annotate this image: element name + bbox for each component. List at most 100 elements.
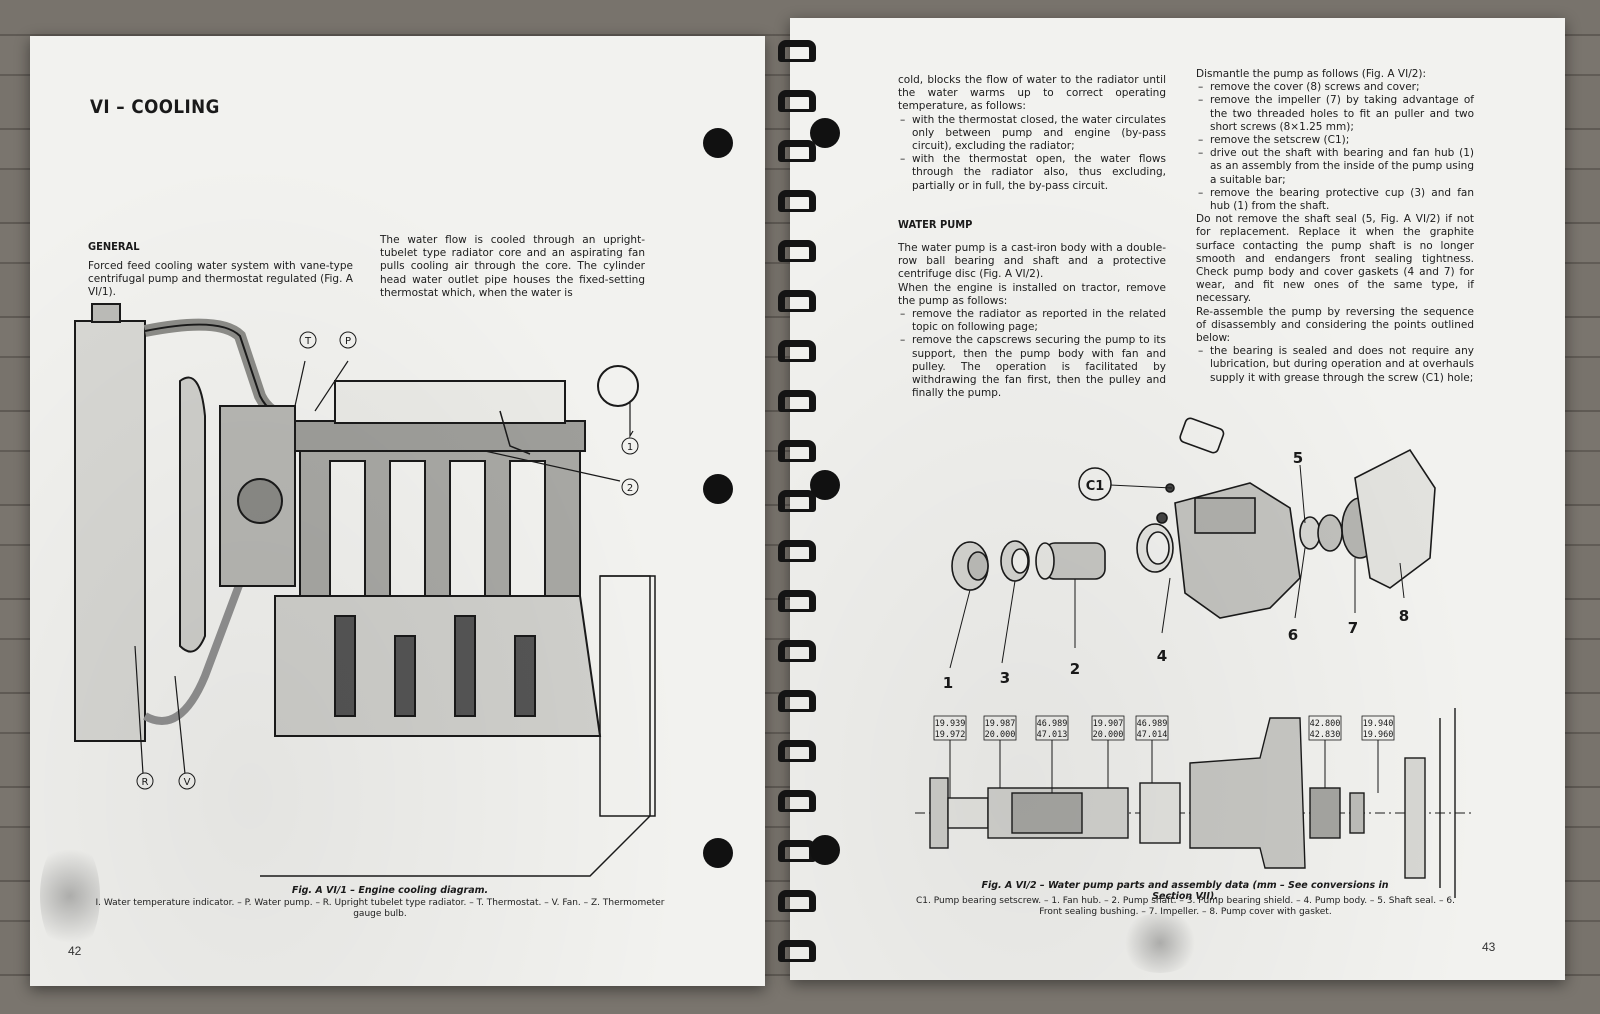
label-2: 2	[627, 483, 633, 494]
reassemble-list: the bearing is sealed and does not requi…	[1196, 345, 1474, 385]
label-c1: C1	[1086, 479, 1105, 494]
binding-coil	[778, 890, 816, 912]
col2-column: Dismantle the pump as follows (Fig. A VI…	[1196, 68, 1474, 385]
pump-cover-shape	[1354, 448, 1436, 589]
installed-item: remove the capscrews securing the pump t…	[898, 334, 1166, 400]
installed-item: remove the radiator as reported in the r…	[898, 308, 1166, 334]
label-part-6: 6	[1288, 626, 1298, 644]
binding-coil	[778, 190, 816, 212]
svg-text:47.013: 47.013	[1037, 730, 1068, 740]
binding-coil	[778, 640, 816, 662]
col2-item: remove the impeller (7) by taking advant…	[1196, 94, 1474, 134]
label-part-7: 7	[1348, 619, 1358, 637]
svg-text:20.000: 20.000	[985, 730, 1016, 740]
binding-punch-hole	[810, 470, 840, 500]
binding-coil	[778, 690, 816, 712]
fan-blade-shape	[179, 376, 206, 653]
section-title: VI – COOLING	[90, 96, 220, 118]
col2-intro: Dismantle the pump as follows (Fig. A VI…	[1196, 68, 1427, 80]
label-r: R	[142, 777, 149, 788]
svg-text:19.960: 19.960	[1363, 730, 1394, 740]
binding-coil	[778, 490, 816, 512]
page-number-left: 42	[68, 944, 81, 958]
binding-punch-hole	[703, 838, 733, 868]
binding-coil	[778, 790, 816, 812]
radiator-shape	[74, 320, 146, 742]
installed-list: remove the radiator as reported in the r…	[898, 308, 1166, 400]
spiral-binding	[703, 40, 840, 1000]
binding-coil	[778, 340, 816, 362]
installed-text: When the engine is installed on tractor,…	[898, 281, 1166, 307]
left-page: VI – COOLING GENERAL Forced feed cooling…	[30, 36, 765, 986]
col1-list: with the thermostat closed, the water ci…	[898, 114, 1166, 193]
right-page: cold, blocks the flow of water to the ra…	[790, 18, 1565, 980]
svg-text:47.014: 47.014	[1137, 730, 1168, 740]
upper-hose	[143, 318, 291, 422]
svg-text:42.800: 42.800	[1310, 719, 1341, 729]
label-v: V	[184, 777, 191, 788]
binding-coil	[778, 40, 816, 62]
paper-smudge	[40, 836, 100, 956]
label-part-4: 4	[1157, 647, 1167, 665]
binding-coil	[778, 740, 816, 762]
label-part-1: 1	[943, 674, 953, 692]
pump-assembly-section: 19.939 19.972 19.987 20.000 46.989 47.01…	[915, 708, 1475, 898]
cylinder-head-shape	[294, 420, 586, 452]
water-pump-text: The water pump is a cast-iron body with …	[898, 242, 1166, 281]
label-p: P	[345, 336, 351, 347]
fig1-legend: I. Water temperature indicator. – P. Wat…	[95, 898, 665, 919]
svg-text:19.940: 19.940	[1363, 719, 1394, 729]
dimension-box: 19.939 19.972	[933, 715, 967, 741]
label-t: T	[304, 336, 312, 347]
binding-coil	[778, 540, 816, 562]
assembly-hub-shape	[929, 777, 949, 849]
col2-item: remove the cover (8) screws and cover;	[1196, 81, 1474, 94]
pump-exploded-diagram: C1 1 3 2 4 5 6 7 8	[943, 417, 1436, 692]
reassemble-text: Re-assemble the pump by reversing the se…	[1196, 305, 1474, 345]
col2-list: remove the cover (8) screws and cover; r…	[1196, 81, 1474, 213]
col1-intro: cold, blocks the flow of water to the ra…	[898, 74, 1166, 113]
shaft-seal-text: Do not remove the shaft seal (5, Fig. A …	[1196, 213, 1474, 305]
binding-punch-hole	[810, 118, 840, 148]
svg-text:20.000: 20.000	[1093, 730, 1124, 740]
col2-item: drive out the shaft with bearing and fan…	[1196, 147, 1474, 187]
dimension-box: 46.989 47.013	[1035, 715, 1069, 741]
label-part-2: 2	[1070, 660, 1080, 678]
crankcase-shape	[274, 595, 602, 737]
svg-text:19.907: 19.907	[1093, 719, 1124, 729]
fig1-caption: Fig. A VI/1 – Engine cooling diagram.	[291, 885, 489, 896]
col2-item: remove the bearing protective cup (3) an…	[1196, 187, 1474, 213]
engine-cooling-diagram: T P 1 2 R V	[74, 303, 656, 877]
paper-smudge	[1120, 913, 1200, 973]
page-number-right: 43	[1482, 940, 1496, 954]
svg-text:46.989: 46.989	[1137, 719, 1168, 729]
general-heading: GENERAL	[88, 240, 140, 253]
svg-text:19.939: 19.939	[935, 719, 966, 729]
binding-coil	[778, 590, 816, 612]
water-pump-heading: WATER PUMP	[898, 218, 973, 231]
dimension-box: 19.987 20.000	[983, 715, 1017, 741]
binding-coil	[778, 440, 816, 462]
col1-item: with the thermostat open, the water flow…	[898, 153, 1166, 193]
binding-punch-hole	[703, 128, 733, 158]
col2-item: remove the setscrew (C1);	[1196, 134, 1474, 147]
binding-coil	[778, 390, 816, 412]
dimension-box: 46.989 47.014	[1135, 715, 1169, 741]
svg-text:42.830: 42.830	[1310, 730, 1341, 740]
fig2-legend: C1. Pump bearing setscrew. – 1. Fan hub.…	[916, 896, 1455, 917]
svg-text:46.989: 46.989	[1037, 719, 1068, 729]
svg-text:19.987: 19.987	[985, 719, 1016, 729]
binding-coil	[778, 240, 816, 262]
general-text: Forced feed cooling water system with va…	[88, 260, 353, 299]
dimension-box: 19.940 19.960	[1361, 715, 1395, 741]
col1-item: with the thermostat closed, the water ci…	[898, 114, 1166, 154]
assembly-body-shape	[1189, 717, 1306, 869]
binding-coil	[778, 140, 816, 162]
binding-coil	[778, 940, 816, 962]
label-part-8: 8	[1399, 607, 1409, 625]
water-pump-column: The water pump is a cast-iron body with …	[898, 242, 1166, 400]
label-1: 1	[627, 442, 633, 453]
col1-column: cold, blocks the flow of water to the ra…	[898, 74, 1166, 193]
svg-text:19.972: 19.972	[935, 730, 966, 740]
label-part-5: 5	[1293, 449, 1303, 467]
